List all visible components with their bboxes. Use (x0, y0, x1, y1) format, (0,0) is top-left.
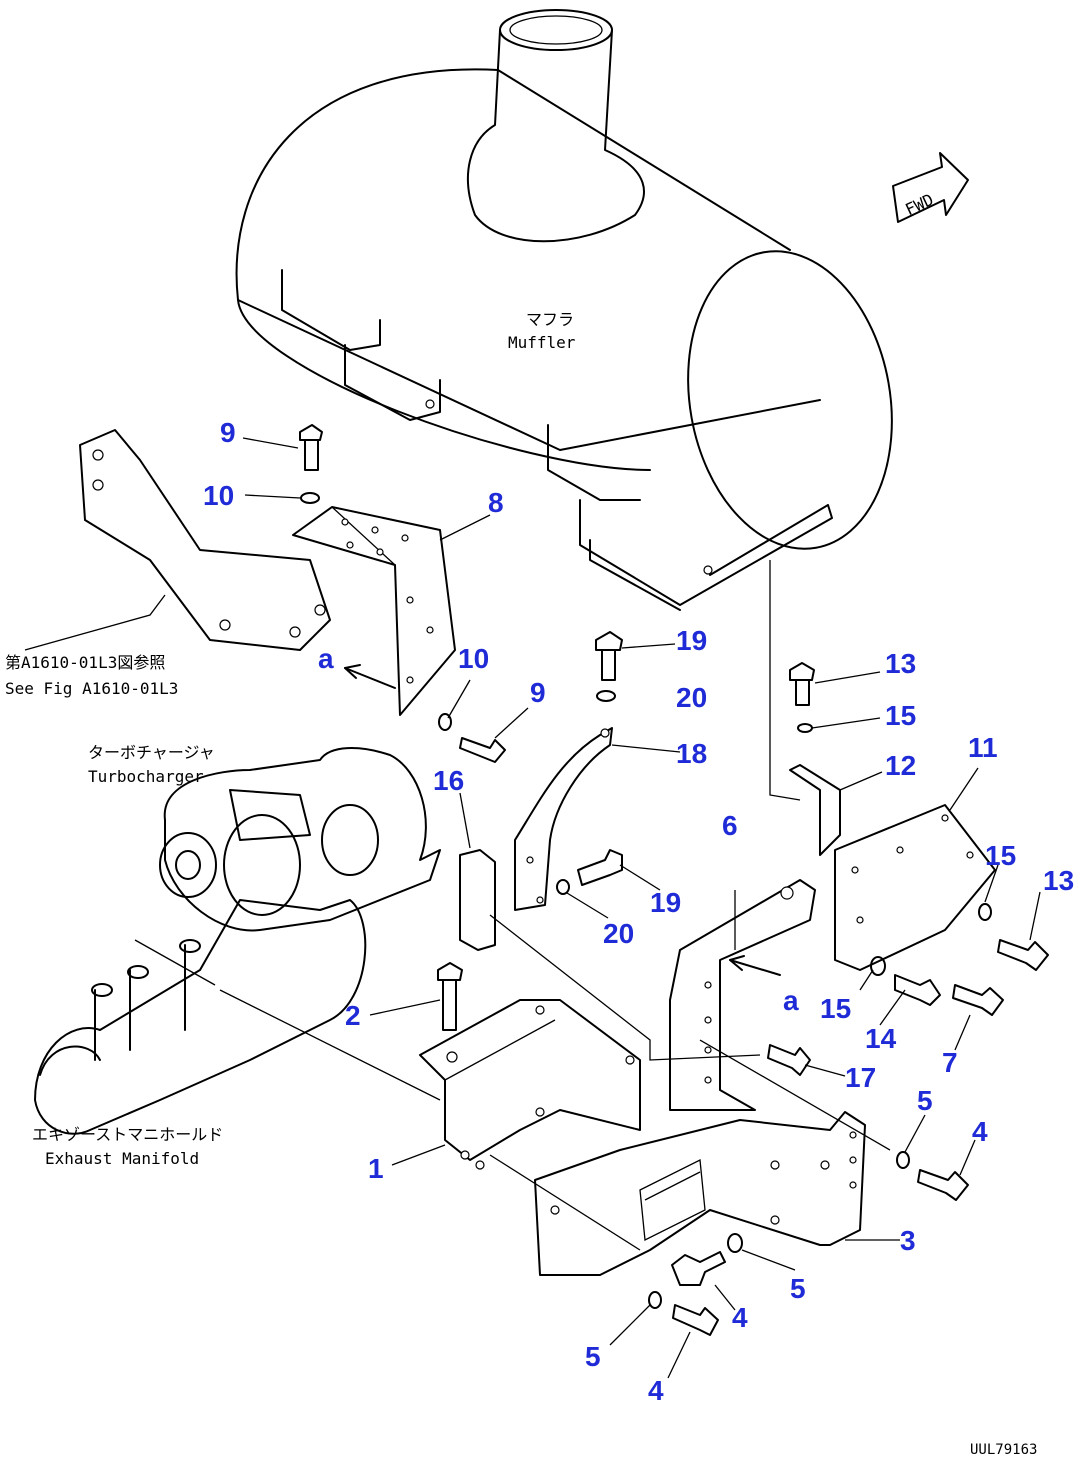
bolt-19-mid (577, 849, 623, 886)
muffler-jp-label: マフラ (526, 310, 574, 329)
callout-20: 20 (676, 682, 707, 713)
bracket-3 (534, 1111, 866, 1276)
washer-20-top (596, 690, 616, 702)
plate-6 (669, 879, 816, 1111)
bolt-13-top (789, 662, 815, 706)
fwd-arrow: FWD (892, 152, 969, 223)
nut-14 (894, 974, 941, 1006)
callout-15: 15 (820, 993, 851, 1024)
callout-14: 14 (865, 1023, 897, 1054)
callout-5: 5 (585, 1341, 601, 1372)
leader-lines (134, 437, 1041, 1379)
plate-11 (834, 804, 996, 971)
callout-13: 13 (885, 648, 916, 679)
washer-5-mid (727, 1233, 743, 1253)
detail-a-label-right: a (783, 985, 799, 1016)
callout-9: 9 (530, 677, 546, 708)
washer-10-mid (438, 713, 452, 731)
callouts: 9 10 8 10 9 19 20 18 16 13 15 12 11 6 15… (203, 417, 1074, 1406)
plate-8 (292, 506, 456, 716)
callout-10: 10 (458, 643, 489, 674)
bolt-4-mid (671, 1251, 726, 1286)
callout-15: 15 (985, 840, 1016, 871)
bolt-9-mid (459, 737, 506, 763)
washer-5-right (896, 1151, 910, 1169)
see-fig-jp-label: 第A1610-01L3図参照 (5, 653, 165, 672)
detail-a-label-left: a (318, 643, 334, 674)
bolt-13-right (997, 939, 1049, 971)
callout-18: 18 (676, 738, 707, 769)
washer-15-right (978, 903, 992, 921)
see-fig-en-label: See Fig A1610-01L3 (5, 679, 178, 698)
washer-15-top (797, 723, 813, 733)
callout-3: 3 (900, 1225, 916, 1256)
muffler-en-label: Muffler (508, 333, 576, 352)
muffler (235, 9, 893, 611)
callout-10: 10 (203, 480, 234, 511)
callout-4: 4 (732, 1302, 748, 1333)
strap-18 (514, 727, 613, 911)
washer-20-mid (556, 879, 570, 895)
callout-2: 2 (345, 1000, 361, 1031)
bolt-4-low (672, 1304, 719, 1336)
washer-10-top (300, 492, 320, 504)
callout-1: 1 (368, 1153, 384, 1184)
callout-7: 7 (942, 1047, 958, 1078)
turbo-jp-label: ターボチャージャ (88, 743, 215, 762)
turbo-en-label: Turbocharger (88, 767, 204, 786)
exhaust-manifold (34, 899, 367, 1135)
reference-code: UUL79163 (970, 1442, 1037, 1458)
bolt-7 (952, 984, 1004, 1016)
callout-13: 13 (1043, 865, 1074, 896)
engine-bracket (24, 429, 331, 651)
callout-8: 8 (488, 487, 504, 518)
callout-11: 11 (968, 732, 998, 763)
bolt-17 (767, 1044, 811, 1076)
callout-4: 4 (648, 1375, 664, 1406)
callout-19: 19 (676, 625, 707, 656)
callout-16: 16 (433, 765, 464, 796)
bolt-9-top (299, 424, 323, 471)
callout-5: 5 (917, 1085, 933, 1116)
manifold-en-label: Exhaust Manifold (45, 1149, 199, 1168)
callout-17: 17 (845, 1062, 876, 1093)
callout-19: 19 (650, 887, 681, 918)
text-notes: マフラ Muffler 第A1610-01L3図参照 See Fig A1610… (5, 310, 1037, 1458)
fwd-label: FWD (902, 190, 936, 219)
bracket-12 (789, 764, 841, 856)
callout-5: 5 (790, 1273, 806, 1304)
callout-6: 6 (722, 810, 738, 841)
bracket-16 (459, 849, 496, 951)
callout-9: 9 (220, 417, 236, 448)
callout-20: 20 (603, 918, 634, 949)
washer-15-mid (870, 956, 886, 976)
callout-15: 15 (885, 700, 916, 731)
fasteners (299, 424, 1049, 1336)
bracket-1 (419, 999, 641, 1170)
bolt-2 (437, 962, 463, 1031)
callout-12: 12 (885, 750, 916, 781)
bolt-19-top (595, 631, 623, 681)
manifold-jp-label: エキゾーストマニホールド (32, 1125, 223, 1144)
washer-5-low (648, 1291, 662, 1309)
callout-4: 4 (972, 1116, 988, 1147)
bolt-4-right (917, 1169, 969, 1201)
turbocharger (159, 747, 441, 932)
